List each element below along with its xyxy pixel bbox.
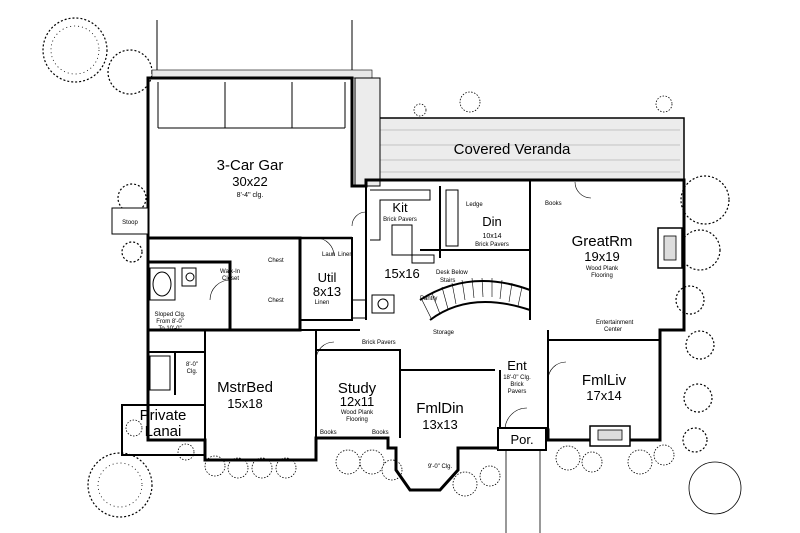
annotations: Stoop Ledge Books Books Books Desk Below… <box>122 201 634 436</box>
formaldin-note: 9'-0" Clg. <box>428 464 453 470</box>
pantry-label: Pantry <box>420 296 437 302</box>
greatroom-dims: 19x19 <box>584 249 619 264</box>
master-name: MstrBed <box>217 379 273 396</box>
tree-top-left <box>42 17 108 83</box>
kitchen-dims: 15x16 <box>384 266 419 281</box>
hall-pavers-label: Brick Pavers <box>362 340 396 346</box>
ledge-label: Ledge <box>466 202 483 208</box>
formalliv-dims: 17x14 <box>586 388 621 403</box>
driveway <box>151 20 373 79</box>
utility-dims: 8x13 <box>313 284 341 299</box>
bath-fixtures <box>149 267 395 391</box>
kitchen-name: Kit <box>392 200 408 215</box>
greatroom-note1: Wood Plank <box>586 266 619 272</box>
greatroom-name: GreatRm <box>572 233 633 250</box>
study-name: Study <box>338 380 377 397</box>
room-labels: 3-Car Gar 30x22 8'-4" clg. Covered Veran… <box>140 141 633 470</box>
side-walk <box>354 77 381 187</box>
kitchen-counters <box>370 189 459 264</box>
fireplace <box>657 227 683 269</box>
tree-right-3 <box>675 285 705 315</box>
walkin-label-2: Closet <box>222 276 239 282</box>
stairs-label: Stairs <box>440 278 455 284</box>
porch <box>497 427 547 451</box>
clg-label-2: Clg. <box>187 369 198 375</box>
study-note1: Wood Plank <box>341 410 374 416</box>
tree-right-4 <box>685 330 715 360</box>
sloped-label-2: From 8'-0" <box>156 319 184 325</box>
lanai-name1: Private <box>140 407 187 424</box>
porch-name: Por. <box>510 432 533 447</box>
storage-label: Storage <box>433 330 455 336</box>
dining-note: Brick Pavers <box>475 242 509 248</box>
tree-right-5 <box>683 383 713 413</box>
staircase <box>421 277 523 321</box>
tree-left-4 <box>121 241 143 263</box>
dining-name: Din <box>482 214 502 229</box>
books-label-study: Books <box>320 430 337 436</box>
sloped-label-1: Sloped Clg. <box>154 312 185 318</box>
chest-label-2: Chest <box>268 298 284 304</box>
entry-note1: 18'-0" Clg. <box>503 375 531 381</box>
utility-name: Util <box>318 270 337 285</box>
stoop <box>111 207 149 235</box>
entry-note2: Brick <box>510 382 524 388</box>
veranda-name: Covered Veranda <box>454 141 571 158</box>
walkin-label-1: Walk-In <box>220 269 240 275</box>
formalliv-name: FmlLiv <box>582 372 627 389</box>
utility-note: Linen <box>315 300 330 306</box>
formaldin-dims: 13x13 <box>422 417 457 432</box>
lanai-name2: Lanai <box>145 423 182 440</box>
chest-label-1: Chest <box>268 258 284 264</box>
garage-dims: 30x22 <box>232 174 267 189</box>
books-label-1: Books <box>545 201 562 207</box>
tree-outline-bottom-right <box>688 461 742 515</box>
tree-right-1 <box>680 175 730 225</box>
entertainment-label-2: Center <box>604 327 622 333</box>
stoop-label: Stoop <box>122 220 138 226</box>
doors <box>209 181 592 431</box>
laundry-label: Laun <box>322 252 335 258</box>
garage-doors <box>157 82 346 129</box>
tree-bottom-left <box>87 452 153 518</box>
study-note2: Flooring <box>346 417 368 423</box>
master-dims: 15x18 <box>227 396 262 411</box>
garage-name: 3-Car Gar <box>217 157 284 174</box>
garage-note: 8'-4" clg. <box>237 192 264 199</box>
formaldin-name: FmlDin <box>416 400 464 417</box>
study-dims: 12x11 <box>340 394 374 409</box>
veranda-area <box>365 117 685 181</box>
books-label-2: Books <box>372 430 389 436</box>
tree-left-2 <box>107 49 153 95</box>
clg-label-1: 8'-0" <box>186 362 198 368</box>
linen-label: Linen <box>338 252 353 258</box>
entry-name: Ent <box>507 358 527 373</box>
greatroom-note2: Flooring <box>591 273 613 279</box>
fireplace-front <box>589 425 631 447</box>
interior-walls <box>121 180 660 456</box>
veranda-texture <box>370 129 680 173</box>
landscaping <box>42 17 742 518</box>
entertainment-label-1: Entertainment <box>596 320 634 326</box>
tree-right-2 <box>679 229 721 271</box>
kitchen-note: Brick Pavers <box>383 217 417 223</box>
entry-note3: Pavers <box>508 389 527 395</box>
front-walk <box>505 450 541 533</box>
sloped-label-3: To 10'-0" <box>158 326 181 332</box>
desk-label: Desk Below <box>436 270 468 276</box>
dining-dims: 10x14 <box>482 233 501 240</box>
tree-right-6 <box>682 427 708 453</box>
